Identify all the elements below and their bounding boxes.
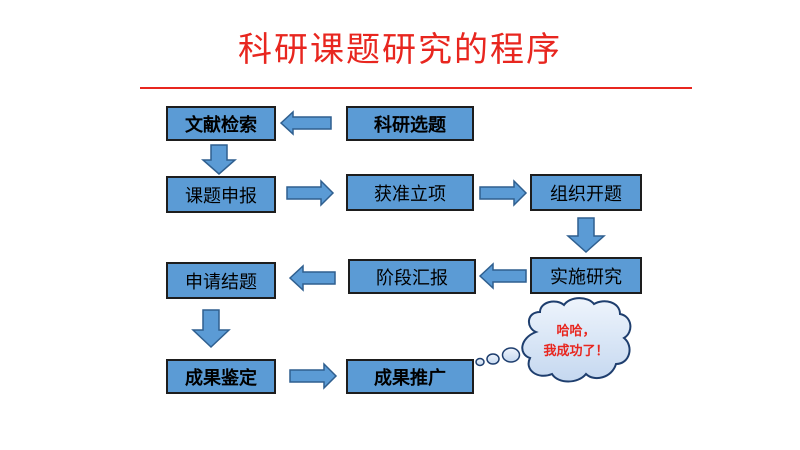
arrow-down-opening-to-implement — [566, 217, 606, 254]
arrow-right-apply-to-approval — [286, 179, 335, 207]
step-approval: 获准立项 — [346, 174, 474, 211]
thought-bubble-small — [475, 357, 485, 367]
step-apply-conclusion: 申请结题 — [166, 262, 276, 299]
step-topic-selection: 科研选题 — [346, 106, 474, 141]
thought-bubble-medium — [486, 353, 500, 365]
arrow-down-search-to-apply — [201, 144, 237, 175]
arrow-right-approval-to-opening — [479, 179, 528, 207]
cloud-text-line2: 我成功了！ — [543, 344, 609, 359]
page-title: 科研课题研究的程序 — [238, 30, 562, 70]
step-literature-search: 文献检索 — [166, 106, 276, 141]
step-organize-opening: 组织开题 — [530, 174, 642, 211]
cloud-text: 哈哈， 我成功了！ — [526, 322, 626, 362]
arrow-right-appraisal-to-promotion — [289, 362, 338, 390]
step-implementation: 实施研究 — [530, 257, 642, 294]
title-underline — [140, 87, 692, 89]
cloud-text-line1: 哈哈， — [556, 324, 596, 339]
arrow-left-implement-to-stage — [478, 262, 527, 290]
arrow-left-topic-to-search — [279, 110, 332, 136]
step-stage-report: 阶段汇报 — [348, 259, 476, 294]
step-achievement-promotion: 成果推广 — [346, 359, 474, 394]
thought-bubble-large — [501, 347, 521, 363]
arrow-down-conclude-to-appraisal — [191, 309, 231, 349]
step-project-application: 课题申报 — [166, 176, 276, 213]
cloud-shape — [521, 297, 632, 383]
step-achievement-appraisal: 成果鉴定 — [166, 359, 276, 394]
arrow-left-stage-to-conclude — [288, 264, 336, 292]
